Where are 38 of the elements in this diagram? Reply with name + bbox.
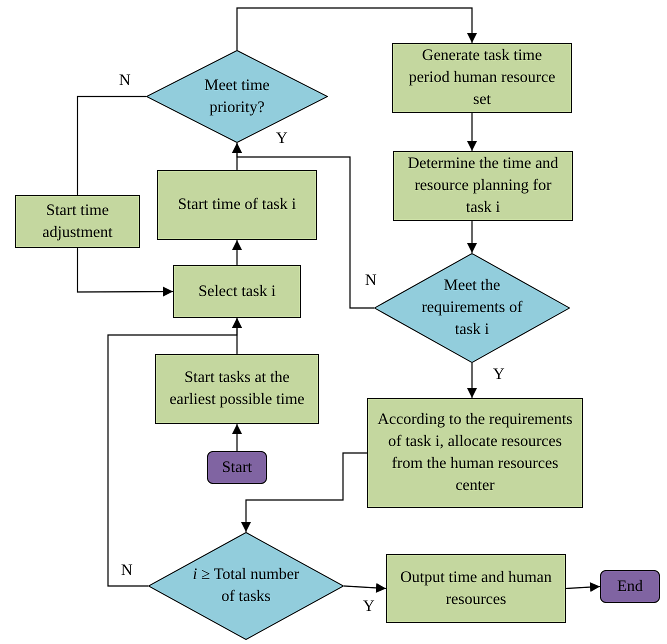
arrow bbox=[76, 248, 173, 297]
arrow bbox=[236, 7, 477, 50]
arrow bbox=[467, 113, 477, 151]
node-text: According to the requirements of task i, allocate resources from the human resources center bbox=[376, 410, 574, 496]
branch-label: Y bbox=[276, 130, 288, 148]
process-box bbox=[367, 398, 583, 508]
decision-diamond bbox=[146, 50, 328, 143]
arrow bbox=[241, 452, 367, 532]
arrow bbox=[344, 582, 386, 593]
arrow bbox=[467, 221, 477, 253]
node-text: Determine the time and resource planning for task i bbox=[406, 154, 560, 218]
node-text: Start bbox=[222, 458, 252, 478]
node-text: Start time of task i bbox=[178, 195, 296, 215]
arrow bbox=[232, 424, 242, 451]
arrow bbox=[232, 240, 242, 265]
arrow bbox=[566, 582, 600, 592]
node-text: Meet the requirements of task i bbox=[420, 276, 524, 340]
arrow bbox=[232, 143, 374, 309]
process-box bbox=[386, 554, 566, 623]
node-text: Start time adjustment bbox=[41, 200, 114, 242]
terminal-box bbox=[600, 570, 660, 603]
node-text: Meet time priority? bbox=[203, 76, 271, 118]
process-box bbox=[155, 354, 319, 424]
arrow bbox=[467, 363, 477, 398]
node-text: Generate task time period human resource set bbox=[408, 46, 556, 110]
process-box bbox=[15, 195, 140, 248]
node-text: Output time and human resources bbox=[399, 568, 553, 610]
node-text: i ≥ Total number of tasks bbox=[192, 565, 300, 607]
process-box bbox=[173, 265, 301, 318]
decision-diamond bbox=[148, 532, 344, 640]
node-text: Select task i bbox=[198, 282, 276, 302]
arrow bbox=[107, 318, 242, 587]
terminal-box bbox=[207, 451, 267, 484]
node-text: End bbox=[617, 576, 643, 596]
process-box bbox=[157, 170, 317, 240]
process-box bbox=[393, 151, 573, 221]
process-box bbox=[392, 43, 572, 113]
node-text: Start tasks at the earliest possible time bbox=[168, 368, 306, 410]
